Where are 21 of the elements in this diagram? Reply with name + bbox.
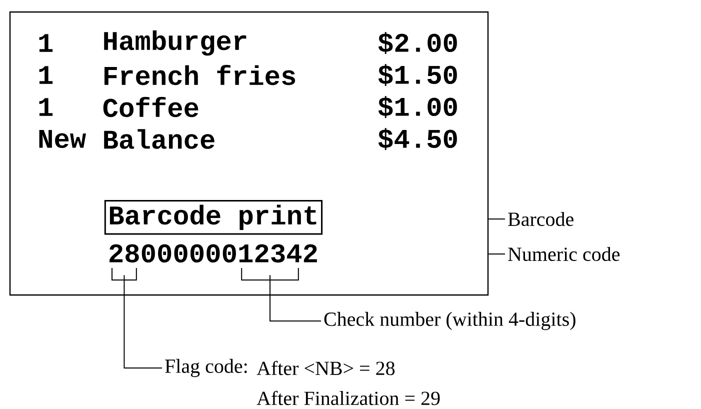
receipt-text: $1.50 (378, 64, 457, 86)
receipt-text: $2.00 (378, 32, 457, 54)
numeric-code-text: 2800000012342 (110, 244, 317, 263)
barcode-box: Barcode print (104, 200, 323, 235)
callout-label: Barcode (508, 212, 574, 226)
receipt-text: French fries (104, 64, 296, 86)
receipt-text: 1 (39, 34, 53, 52)
receipt-box (9, 11, 489, 296)
callout-note: After Finalization = 29 (256, 390, 440, 406)
receipt-text: Hamburger (104, 30, 246, 56)
receipt-text: New (39, 130, 86, 148)
receipt-text: Coffee (103, 96, 198, 118)
callout-label: Flag code: (165, 358, 247, 378)
receipt-text: $1.00 (378, 96, 457, 118)
callout-label: Numeric code (508, 246, 620, 262)
receipt-text: 1 (39, 66, 53, 84)
callout-label: Check number (within 4-digits) (324, 312, 576, 330)
receipt-text: 1 (39, 98, 53, 116)
callout-note: After <NB> = 28 (256, 360, 395, 376)
receipt-text: $4.50 (378, 128, 457, 150)
receipt-text: Balance (104, 129, 214, 149)
